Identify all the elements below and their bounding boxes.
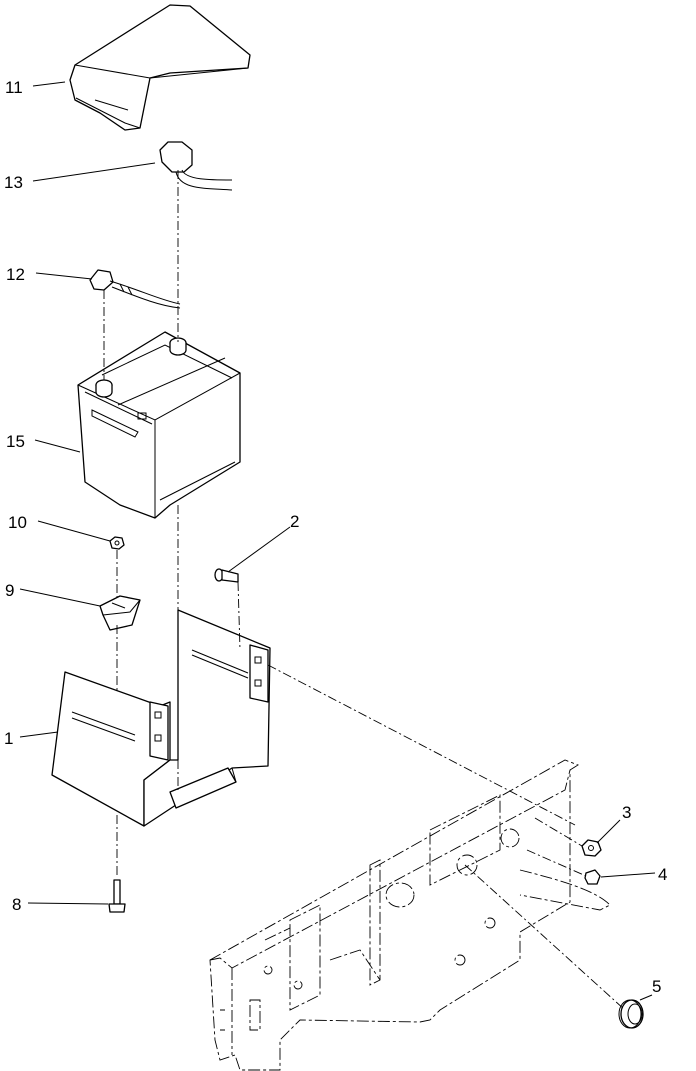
- clip-nut: [584, 869, 601, 885]
- callout-12: 12: [6, 265, 25, 284]
- assembly-center-lines: [103, 170, 626, 1011]
- flange-nut-top: [109, 536, 125, 550]
- callout-11: 11: [5, 78, 23, 97]
- callout-10: 10: [8, 513, 27, 532]
- battery-cover: [69, 4, 251, 131]
- carriage-bolt: [214, 568, 239, 583]
- callout-5: 5: [652, 977, 661, 996]
- callout-15: 15: [6, 432, 25, 451]
- callout-13: 13: [4, 173, 23, 192]
- callout-3: 3: [622, 803, 631, 822]
- positive-cable-boot: [159, 141, 233, 191]
- negative-cable: [89, 269, 181, 309]
- callout-1: 1: [4, 729, 13, 748]
- flange-nut-frame: [581, 839, 602, 857]
- hex-bolt-bottom: [108, 879, 126, 913]
- callout-4: 4: [658, 865, 667, 884]
- leader-lines: [19, 81, 656, 1001]
- callout-2: 2: [290, 512, 299, 531]
- battery: [77, 331, 241, 519]
- battery-tray: [51, 609, 271, 827]
- hold-down-clamp: [99, 595, 141, 631]
- grommet: [618, 999, 644, 1029]
- callout-8: 8: [12, 895, 21, 914]
- frame-phantom: [209, 759, 611, 1071]
- callout-labels: 11 13 12 15 10 9 2 1 8 3 4 5: [4, 78, 667, 996]
- callout-9: 9: [5, 581, 14, 600]
